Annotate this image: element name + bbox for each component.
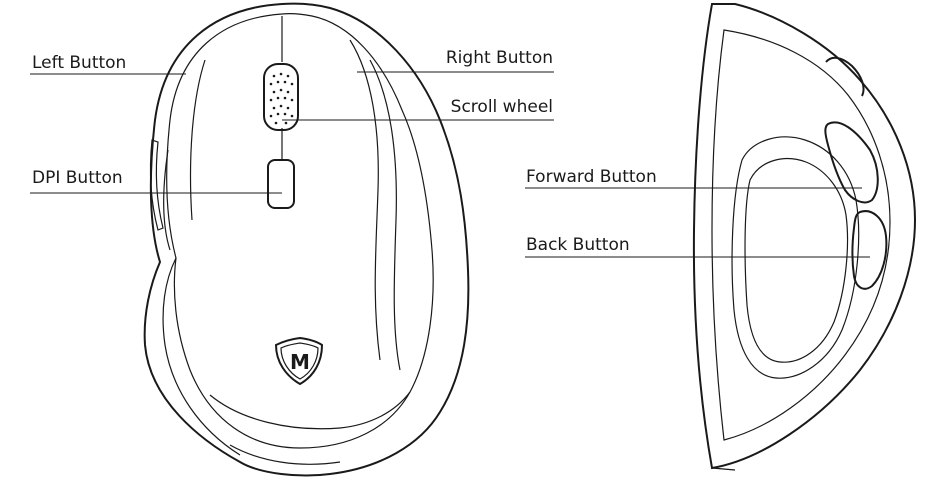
mouse-left-grip-inner — [163, 149, 171, 251]
scroll-wheel[interactable] — [263, 63, 299, 131]
brand-logo: M — [274, 336, 324, 386]
mouse-side-edge — [711, 3, 736, 471]
callout-labels: Left Button Right Button Scroll wheel DP… — [32, 48, 657, 255]
callout-lines — [30, 71, 870, 258]
right-button-contour-2 — [369, 59, 401, 371]
thumb-rest-cavity — [731, 136, 860, 379]
logo-shield-inner — [280, 342, 319, 380]
dpi-button[interactable] — [267, 159, 295, 209]
logo-shield-icon — [274, 336, 324, 386]
left-button-contour — [189, 59, 206, 221]
side-scroll-bump — [825, 56, 865, 97]
mouse-top-view: M — [143, 2, 470, 477]
mouse-left-grip — [162, 257, 241, 456]
palm-bottom-curve — [229, 444, 341, 465]
label-forward-button: Forward Button — [526, 167, 657, 187]
label-dpi-button: DPI Button — [32, 168, 123, 188]
scroll-wheel-texture — [269, 72, 294, 125]
mouse-side-inner — [711, 29, 891, 441]
label-right-button: Right Button — [446, 48, 553, 68]
mouse-top-inner-surface — [166, 13, 434, 449]
label-left-button: Left Button — [32, 53, 126, 73]
mouse-side-outer — [692, 3, 917, 470]
mouse-top-outer-shell — [143, 2, 470, 477]
palm-rest-curve — [209, 391, 411, 430]
forward-button[interactable] — [824, 121, 879, 204]
label-back-button: Back Button — [526, 235, 630, 255]
back-button[interactable] — [851, 210, 888, 290]
mouse-side-strip — [149, 139, 164, 231]
logo-letter: M — [290, 350, 310, 374]
thumb-rest-inner — [744, 158, 849, 363]
right-button-contour — [349, 39, 381, 361]
mouse-side-view — [692, 3, 917, 471]
label-scroll-wheel: Scroll wheel — [451, 97, 553, 117]
